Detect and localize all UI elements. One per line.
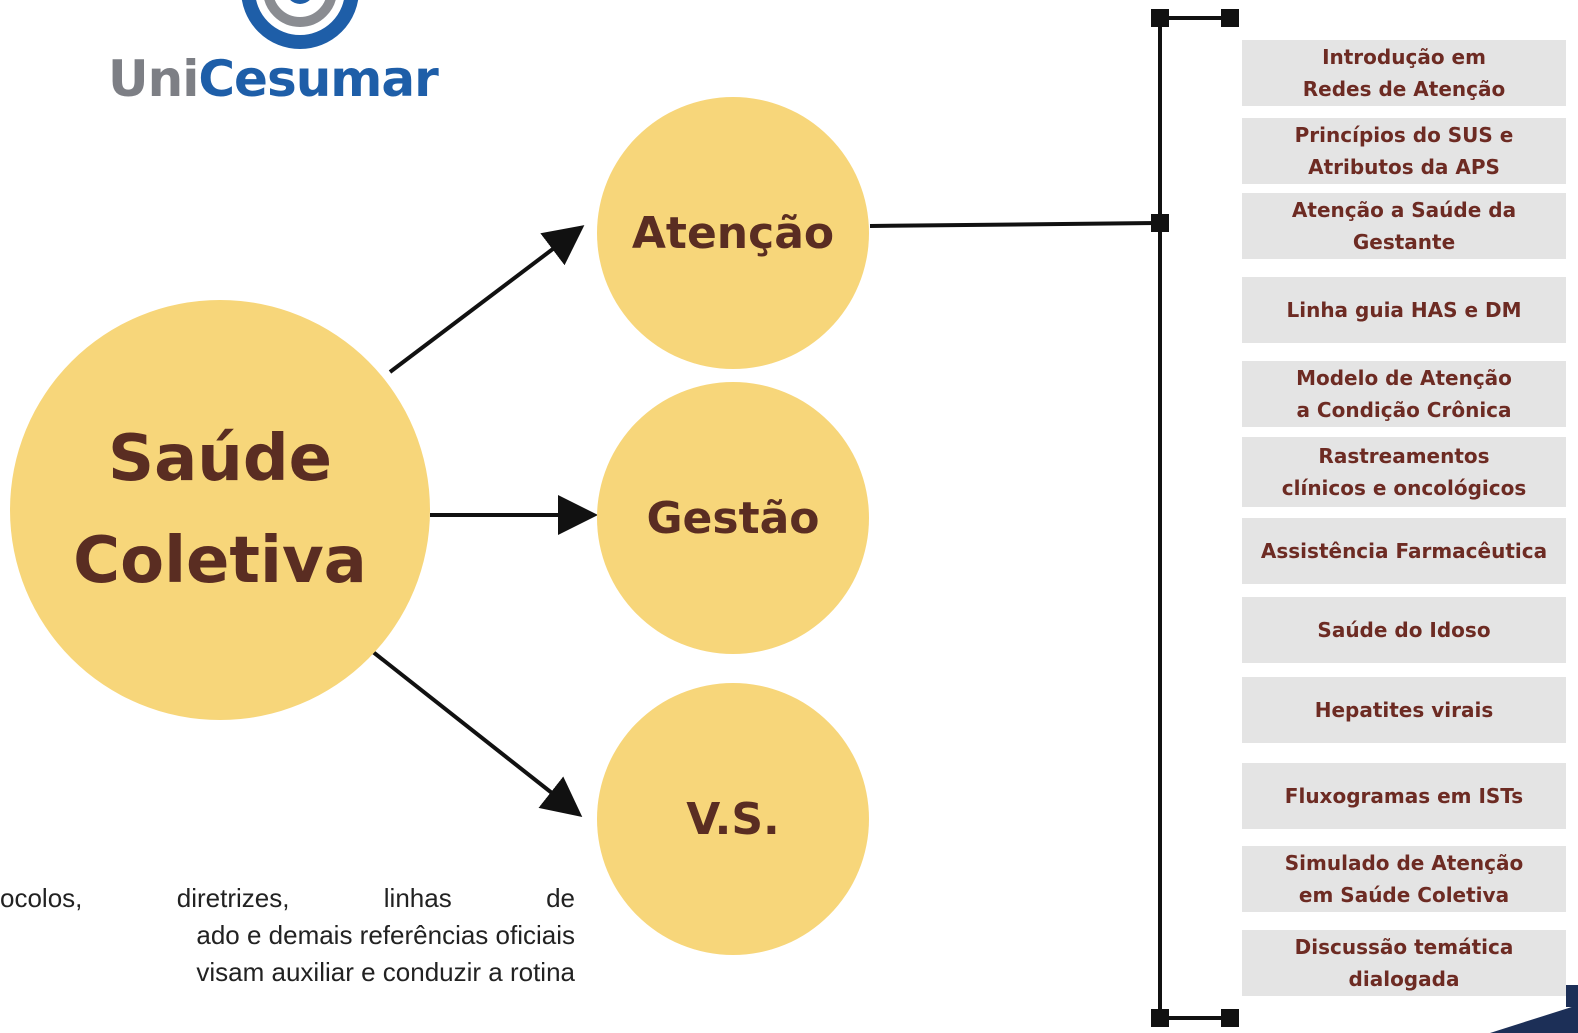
- topic-box: Hepatites virais: [1242, 677, 1566, 743]
- bracket-node-top-right: [1221, 9, 1239, 27]
- topic-box: Linha guia HAS e DM: [1242, 277, 1566, 343]
- topic-box: Atenção a Saúde da Gestante: [1242, 193, 1566, 259]
- atencao-to-bracket-line: [869, 221, 1161, 228]
- unicesumar-logo: UniCesumar: [108, 0, 508, 110]
- body-line-1: ocolos, diretrizes, linhas de: [0, 880, 575, 917]
- branch-node-label: V.S.: [686, 793, 780, 845]
- bracket-node-top-left: [1151, 9, 1169, 27]
- topic-box: Assistência Farmacêutica: [1242, 518, 1566, 584]
- logo-swirl-icon: [241, 0, 359, 49]
- arrow-to-vs: [366, 646, 583, 817]
- body-word: diretrizes,: [176, 883, 290, 913]
- bracket-node-bottom-left: [1151, 1009, 1169, 1027]
- body-word: ocolos,: [0, 883, 83, 913]
- root-node-label: Saúde Coletiva: [73, 421, 367, 598]
- corner-decoration: [1490, 985, 1578, 1033]
- branch-node-atencao: Atenção: [597, 97, 869, 369]
- root-node-saude-coletiva: Saúde Coletiva: [10, 300, 430, 720]
- topic-box: Fluxogramas em ISTs: [1242, 763, 1566, 829]
- bracket-node-middle: [1151, 214, 1169, 232]
- logo-wordmark-suffix: Cesumar: [198, 50, 438, 108]
- logo-wordmark-prefix: Uni: [108, 50, 199, 108]
- branch-node-label: Atenção: [631, 207, 835, 259]
- logo-wordmark: UniCesumar: [108, 50, 439, 108]
- topic-box: Princípios do SUS e Atributos da APS: [1242, 118, 1566, 184]
- topic-box: Rastreamentos clínicos e oncológicos: [1242, 437, 1566, 507]
- topic-box: Discussão temática dialogada: [1242, 930, 1566, 996]
- topic-box: Saúde do Idoso: [1242, 597, 1566, 663]
- body-line-3: visam auxiliar e conduzir a rotina: [196, 957, 575, 987]
- body-paragraph: ocolos, diretrizes, linhas de ado e dema…: [0, 880, 575, 991]
- topic-box: Modelo de Atenção a Condição Crônica: [1242, 361, 1566, 427]
- branch-node-gestao: Gestão: [597, 382, 869, 654]
- body-line-2: ado e demais referências oficiais: [196, 920, 575, 950]
- bracket-node-bottom-right: [1221, 1009, 1239, 1027]
- branch-node-vs: V.S.: [597, 683, 869, 955]
- body-word: linhas: [383, 883, 452, 913]
- topic-box: Simulado de Atenção em Saúde Coletiva: [1242, 846, 1566, 912]
- arrow-to-atencao: [388, 225, 585, 374]
- topic-box: Introdução em Redes de Atenção: [1242, 40, 1566, 106]
- branch-node-label: Gestão: [646, 492, 820, 544]
- body-word: de: [546, 883, 575, 913]
